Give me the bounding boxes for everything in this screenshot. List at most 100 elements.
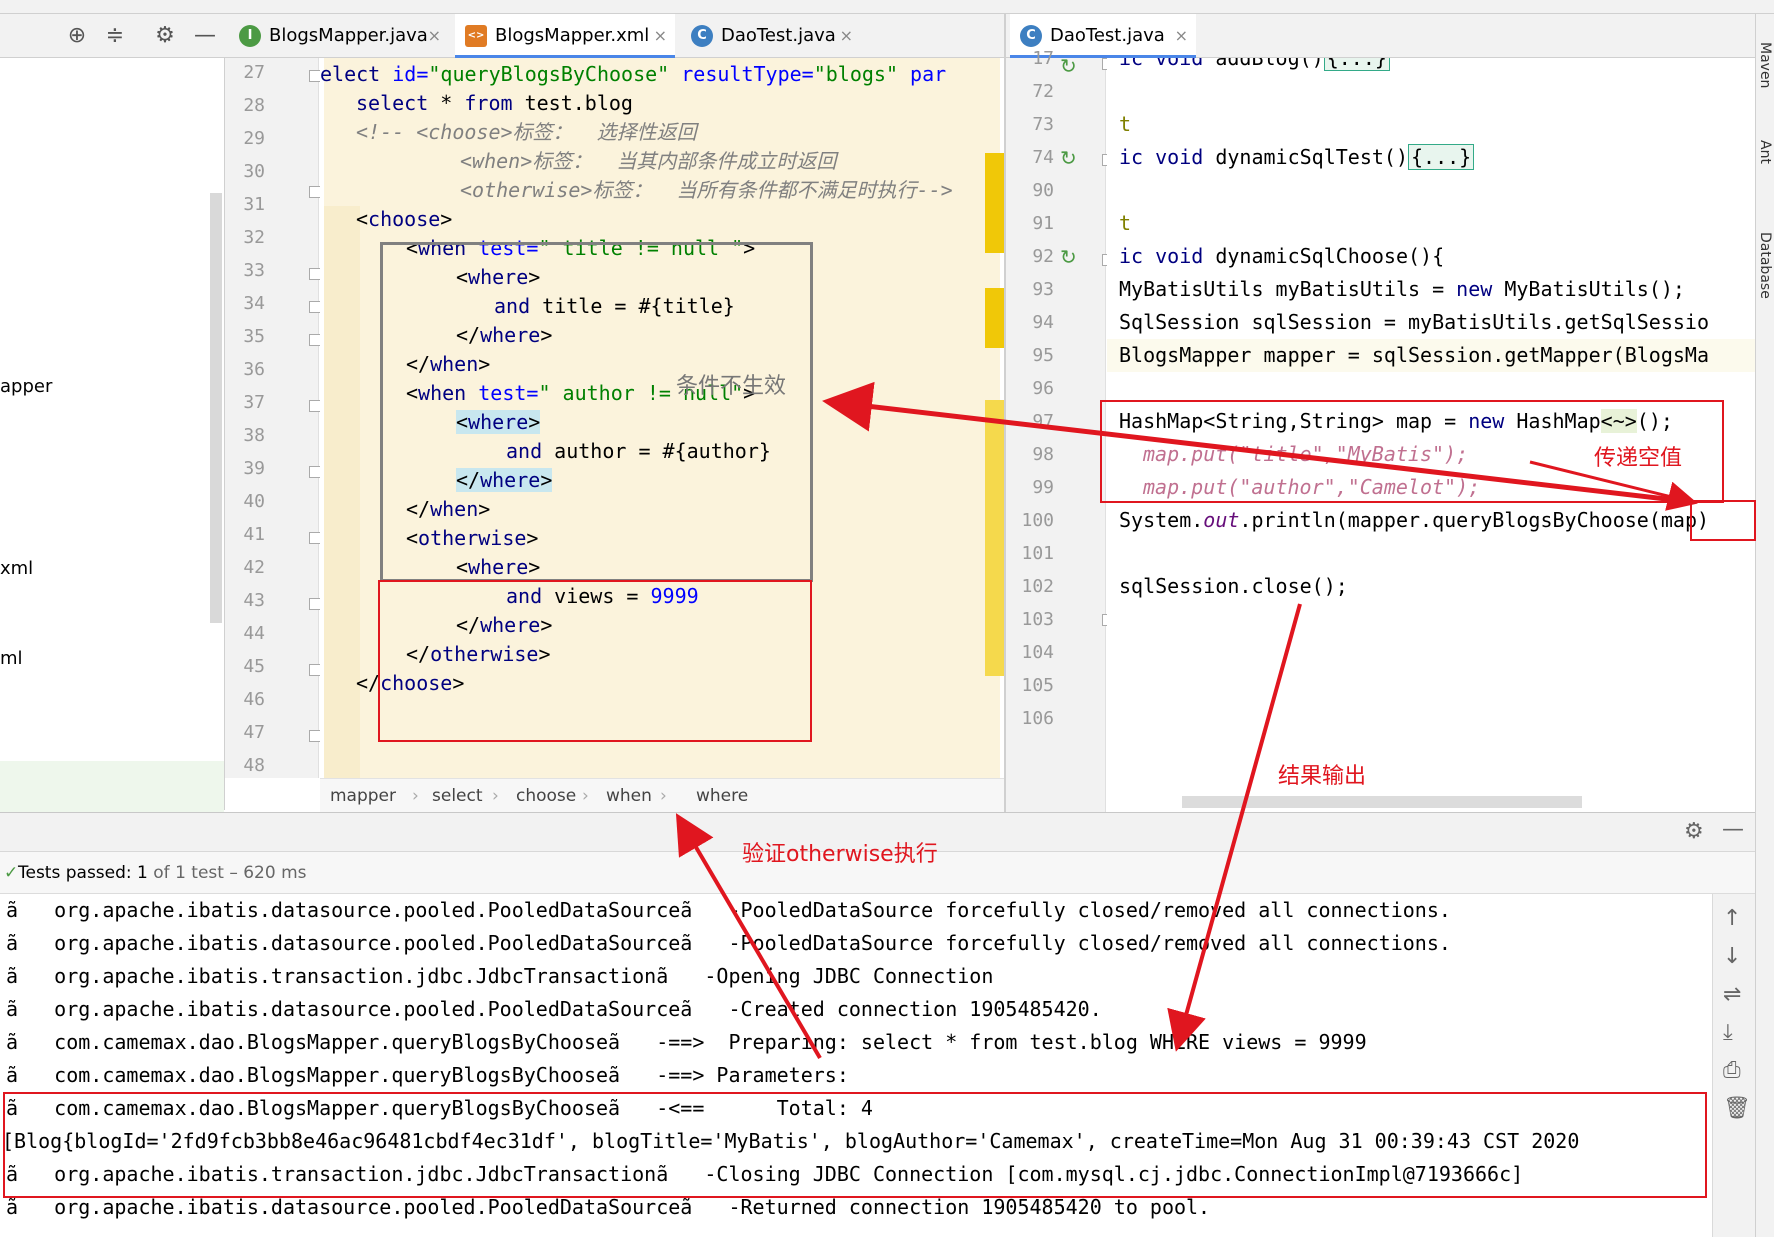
chevron-right-icon: ›	[660, 786, 667, 806]
code-line-47: </otherwise>	[406, 642, 551, 666]
run-test-icon[interactable]: ↻	[1060, 245, 1077, 269]
tab-label: BlogsMapper.xml	[495, 25, 650, 46]
database-tool-tab[interactable]: Database	[1757, 232, 1773, 299]
line-number: 41	[243, 524, 265, 545]
change-marker	[985, 400, 1004, 676]
line-number: 37	[243, 392, 265, 413]
code-line-29: <!-- <choose>标签： 选择性返回	[356, 120, 697, 144]
line-number: 98	[1032, 444, 1054, 465]
tree-item-mapper[interactable]: apper	[0, 376, 53, 397]
code-line-100: System.out.println(mapper.queryBlogsByCh…	[1119, 508, 1710, 532]
right-tab-bar: C DaoTest.java ×	[1006, 14, 1755, 58]
line-number: 39	[243, 458, 265, 479]
close-icon[interactable]: ×	[839, 26, 853, 45]
console-line: ã com.camemax.dao.BlogsMapper.queryBlogs…	[6, 1096, 873, 1120]
line-number: 29	[243, 128, 265, 149]
console-line: ã org.apache.ibatis.datasource.pooled.Po…	[6, 1195, 1211, 1219]
scroll-to-end-icon[interactable]: ⤓	[1723, 1020, 1733, 1045]
gear-icon[interactable]: ⚙	[155, 23, 175, 48]
code-line-27: elect id="queryBlogsByChoose" resultType…	[320, 62, 947, 86]
breadcrumb-item-choose[interactable]: choose	[516, 786, 577, 806]
tab-label: DaoTest.java	[1050, 25, 1165, 46]
line-number: 106	[1021, 708, 1054, 729]
line-number: 47	[243, 722, 265, 743]
tab-daotest-java-right[interactable]: C DaoTest.java ×	[1010, 14, 1196, 58]
code-line-48: </choose>	[356, 671, 465, 695]
tree-item-ml[interactable]: ml	[0, 648, 23, 669]
tab-daotest-java[interactable]: C DaoTest.java ×	[681, 14, 861, 58]
xml-editor[interactable]: elect id="queryBlogsByChoose" resultType…	[320, 58, 1004, 778]
annotation-verify-otherwise: 验证otherwise执行	[742, 842, 938, 867]
chevron-right-icon: ›	[412, 786, 419, 806]
console-line: [Blog{blogId='2fd9fcb3bb8e46ac96481cbdf4…	[2, 1129, 1580, 1153]
minimize-icon[interactable]: —	[194, 23, 216, 48]
change-marker	[985, 288, 1004, 348]
line-number: 43	[243, 590, 265, 611]
line-number: 33	[243, 260, 265, 281]
change-marker	[985, 153, 1004, 253]
line-number: 34	[243, 293, 265, 314]
console-line: ã com.camemax.dao.BlogsMapper.queryBlogs…	[6, 1030, 1367, 1054]
line-number: 45	[243, 656, 265, 677]
left-tab-bar: I BlogsMapper.java × <> BlogsMapper.xml …	[225, 14, 1004, 58]
tab-blogsmapper-java[interactable]: I BlogsMapper.java ×	[229, 14, 449, 58]
line-number: 92	[1032, 246, 1054, 267]
code-line-32: <choose>	[356, 207, 453, 231]
code-line-28: select * from test.blog	[356, 91, 633, 115]
annotation-result-output: 结果输出	[1278, 764, 1367, 789]
console-line: ã com.camemax.dao.BlogsMapper.queryBlogs…	[6, 1063, 861, 1087]
line-number: 105	[1021, 675, 1054, 696]
project-tree-scrollbar[interactable]	[210, 193, 222, 623]
line-number: 35	[243, 326, 265, 347]
tree-item-xml[interactable]: xml	[0, 558, 34, 579]
print-icon[interactable]: ⎙	[1723, 1058, 1741, 1083]
close-icon[interactable]: ×	[427, 26, 441, 45]
result-box	[3, 1092, 1707, 1198]
close-icon[interactable]: ×	[653, 26, 667, 45]
breadcrumb-item-mapper[interactable]: mapper	[330, 786, 397, 806]
code-line-30: <when>标签： 当其内部条件成立时返回	[460, 149, 837, 173]
run-test-icon[interactable]: ↻	[1060, 146, 1077, 170]
line-number: 96	[1032, 378, 1054, 399]
console-line: ã org.apache.ibatis.datasource.pooled.Po…	[6, 898, 1451, 922]
minimize-icon[interactable]: —	[1722, 817, 1744, 842]
soft-wrap-icon[interactable]: ⇌	[1723, 982, 1742, 1007]
trash-icon[interactable]: 🗑	[1723, 1096, 1751, 1121]
breadcrumb-item-where[interactable]: where	[696, 786, 749, 806]
run-test-icon[interactable]: ↻	[1060, 54, 1077, 78]
code-line-91: t	[1119, 211, 1132, 235]
close-icon[interactable]: ×	[1174, 26, 1188, 45]
tab-blogsmapper-xml[interactable]: <> BlogsMapper.xml ×	[455, 14, 675, 58]
breadcrumb-item-when[interactable]: when	[606, 786, 652, 806]
tab-label: BlogsMapper.java	[269, 25, 428, 46]
gear-icon[interactable]: ⚙	[1684, 819, 1704, 844]
line-number: 91	[1032, 213, 1054, 234]
line-number: 103	[1021, 609, 1054, 630]
arrow-down-icon[interactable]: ↓	[1723, 944, 1742, 969]
interface-icon: I	[239, 25, 261, 47]
chevron-right-icon: ›	[582, 786, 589, 806]
line-number: 100	[1021, 510, 1054, 531]
console-output[interactable]: ã org.apache.ibatis.datasource.pooled.Po…	[0, 894, 1712, 1237]
line-number: 74	[1032, 147, 1054, 168]
console-line: ã org.apache.ibatis.transaction.jdbc.Jdb…	[6, 1162, 1524, 1186]
breadcrumb: mapper › select › choose › when › where	[320, 778, 1004, 812]
right-editor-gutter: 17 72 73 74 90 91 92 93 94 95 96 97 98 9…	[1006, 48, 1114, 812]
map-argument-box	[1690, 500, 1756, 541]
collapse-all-icon[interactable]: ≑	[105, 23, 125, 48]
maven-tool-tab[interactable]: Maven	[1757, 42, 1773, 89]
line-number: 42	[243, 557, 265, 578]
line-number: 95	[1032, 345, 1054, 366]
code-line-38: <when test=" author != null">	[406, 381, 756, 405]
locate-icon[interactable]: ⊕	[67, 23, 87, 48]
line-number: 27	[243, 62, 265, 83]
horizontal-scrollbar[interactable]	[1182, 796, 1582, 808]
line-number: 93	[1032, 279, 1054, 300]
line-number: 72	[1032, 81, 1054, 102]
line-number: 101	[1021, 543, 1054, 564]
code-line-40: and author = #{author}	[506, 439, 771, 463]
ant-tool-tab[interactable]: Ant	[1757, 140, 1773, 164]
arrow-up-icon[interactable]: ↑	[1723, 906, 1742, 931]
code-line-31: <otherwise>标签： 当所有条件都不满足时执行-->	[460, 178, 953, 202]
breadcrumb-item-select[interactable]: select	[432, 786, 483, 806]
